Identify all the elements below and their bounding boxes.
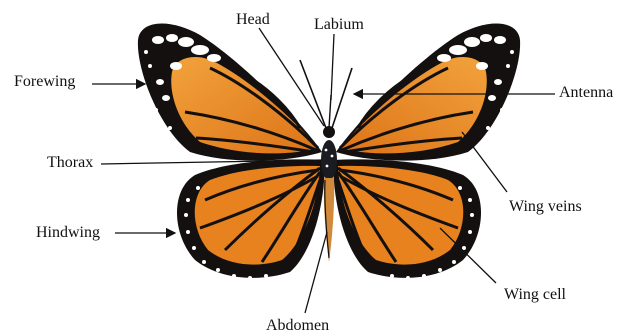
thorax-shape [321,140,337,180]
label-labium: Labium [314,16,364,34]
labium-leader [331,34,334,100]
left-antenna [300,60,326,128]
right-forewing [336,24,520,161]
label-antenna: Antenna [559,84,613,102]
label-thorax: Thorax [47,154,93,172]
head-shape [323,126,335,138]
label-abdomen: Abdomen [266,317,329,335]
left-forewing [138,24,322,161]
label-head: Head [236,11,270,29]
right-antenna [332,68,352,128]
label-wing-cell: Wing cell [504,286,566,304]
left-hindwing [177,159,325,280]
label-hindwing: Hindwing [36,224,100,242]
label-forewing: Forewing [14,73,75,91]
label-wing-veins: Wing veins [509,198,582,216]
right-hindwing [333,159,481,280]
